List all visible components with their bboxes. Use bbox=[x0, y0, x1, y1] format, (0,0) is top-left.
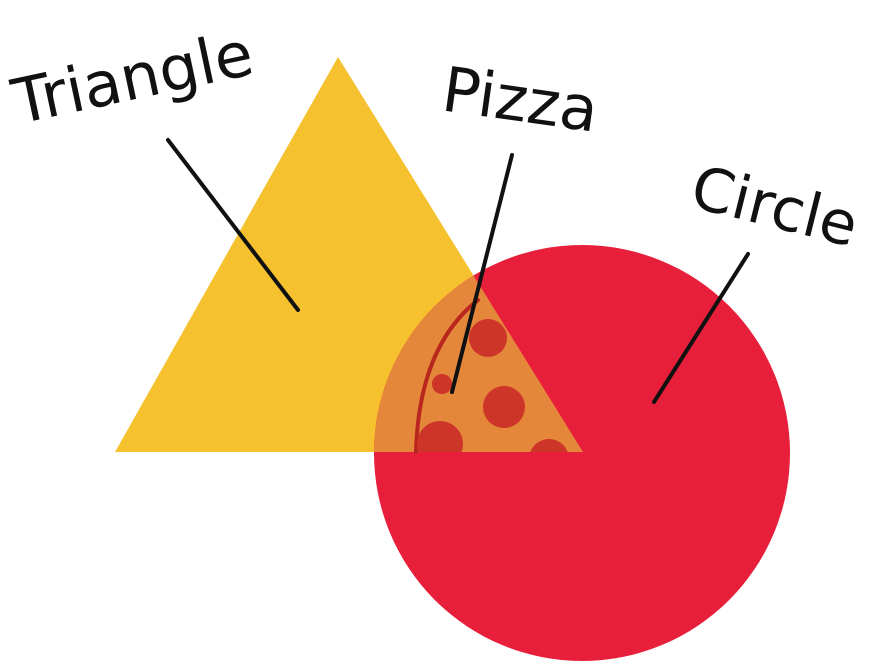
pepperoni bbox=[432, 374, 452, 394]
pepperoni bbox=[483, 386, 525, 428]
triangle-label: Triangle bbox=[5, 17, 259, 139]
pizza-label: Pizza bbox=[438, 53, 603, 147]
pepperoni bbox=[469, 319, 507, 357]
circle-label: Circle bbox=[684, 153, 864, 262]
